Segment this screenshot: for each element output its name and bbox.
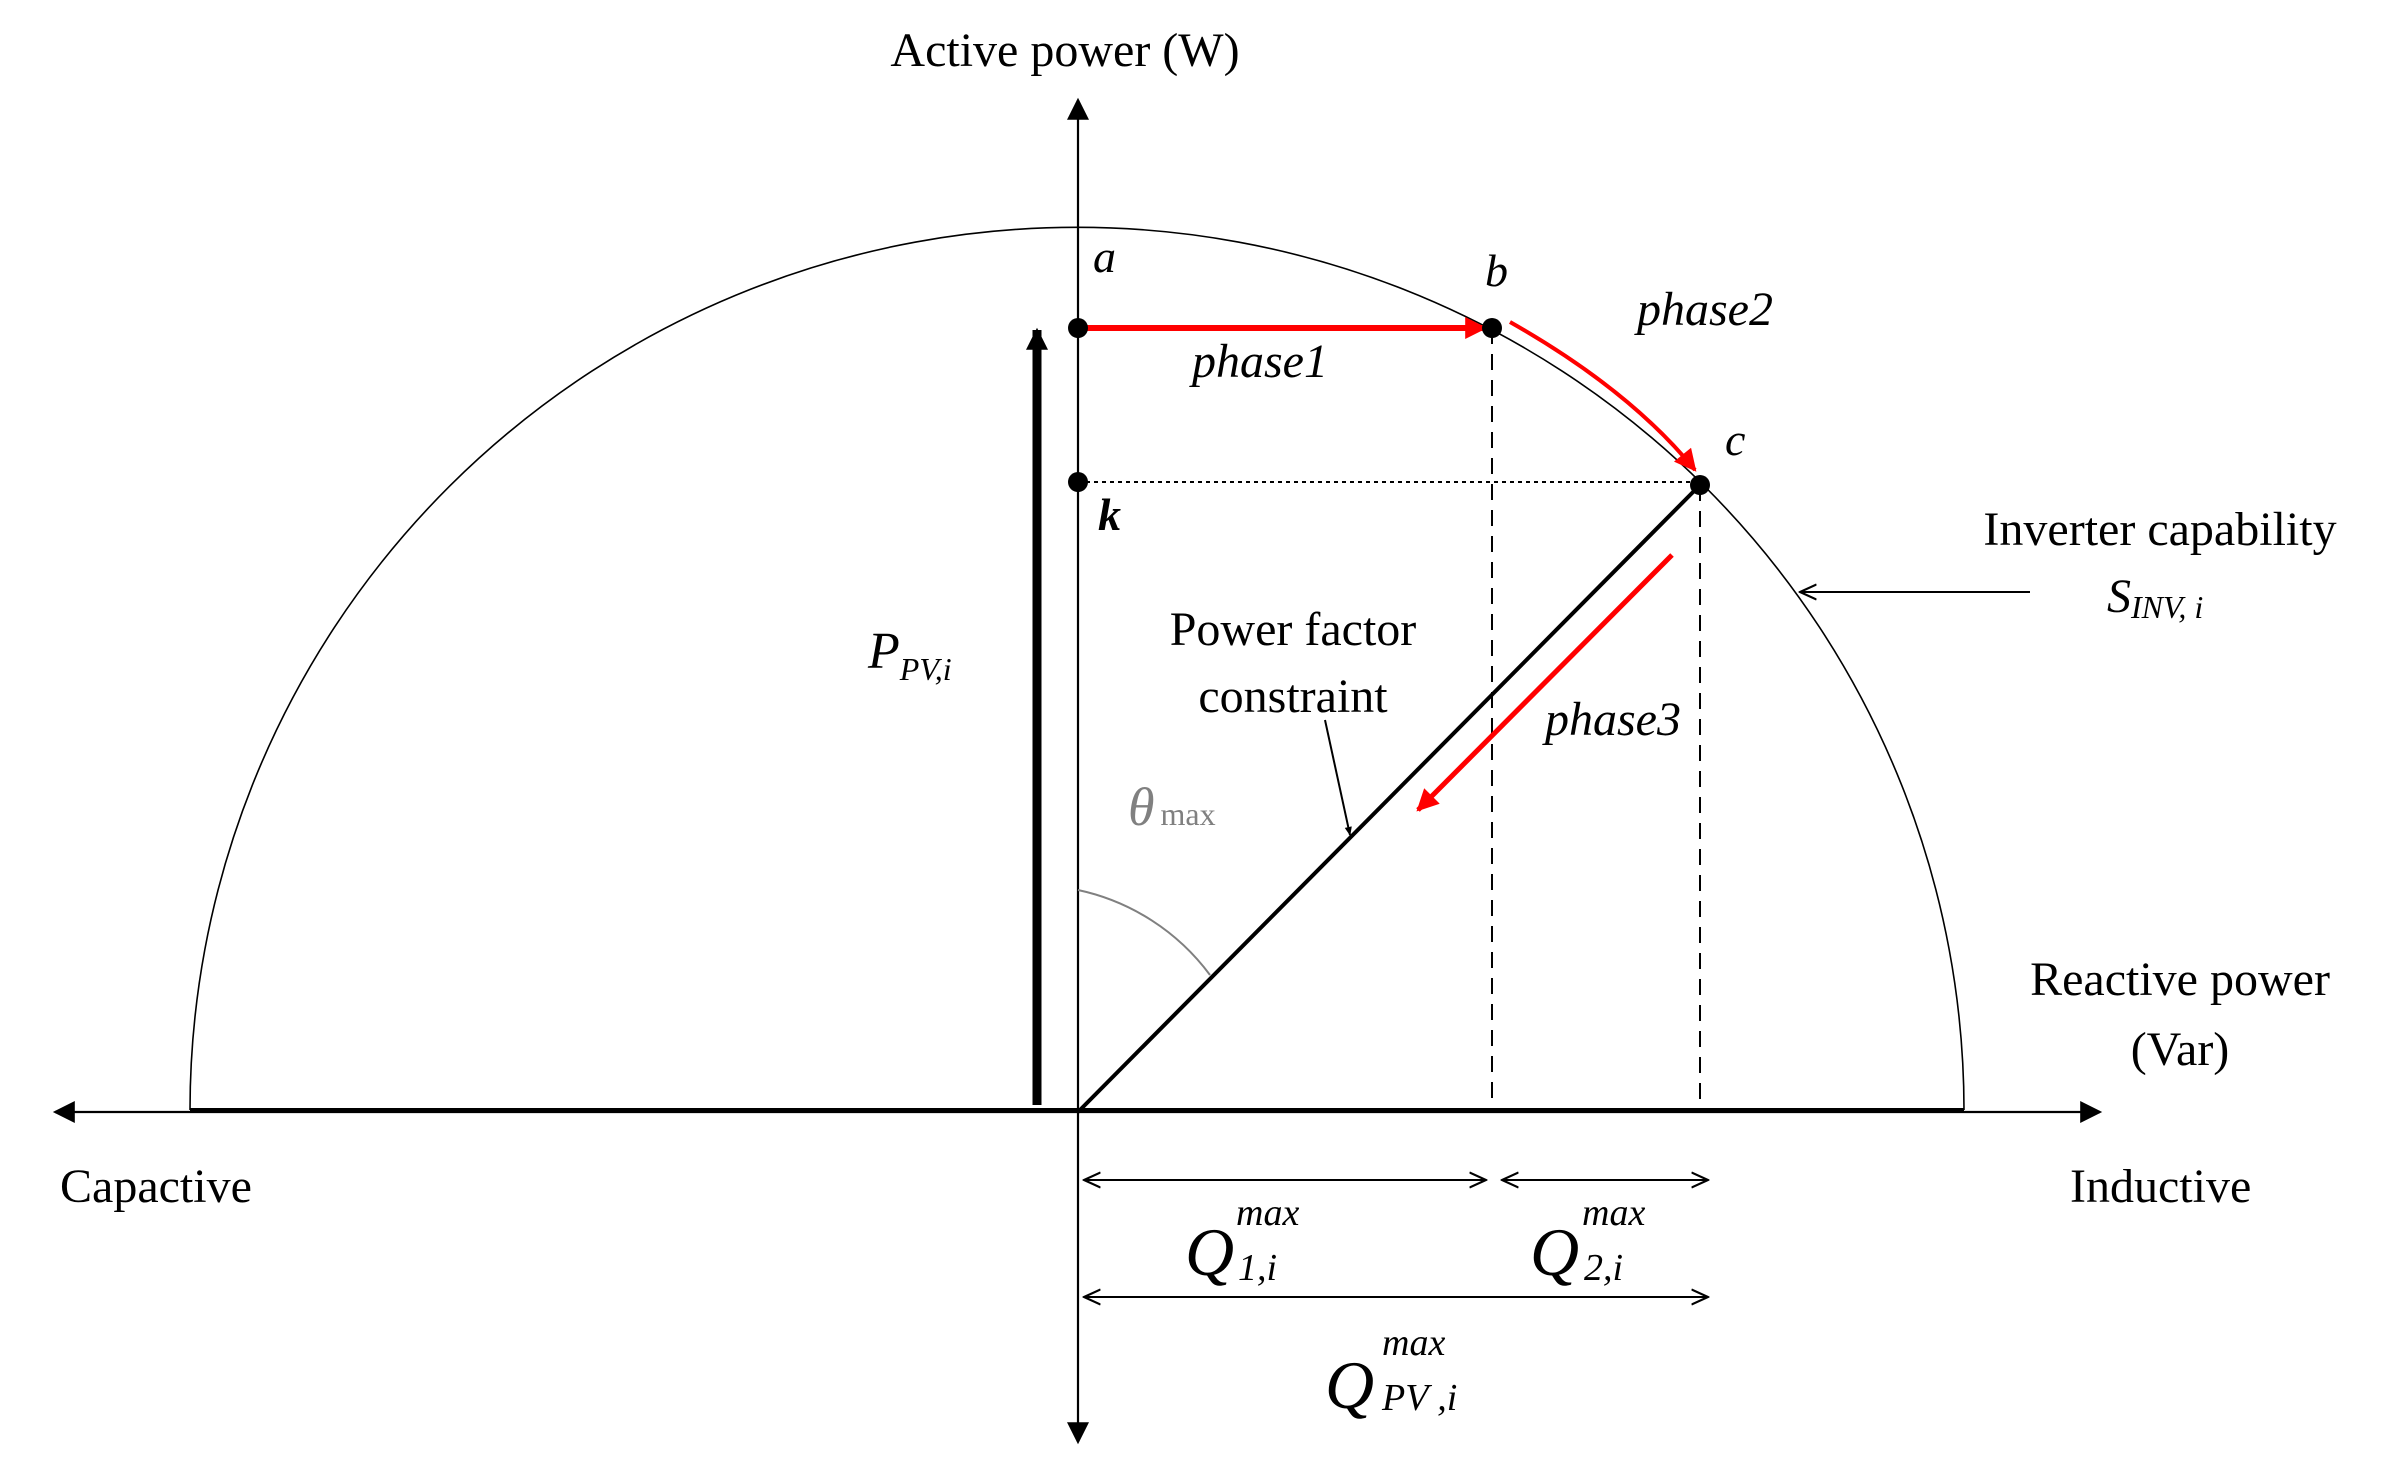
ppv-label: PPV,i	[867, 623, 952, 687]
q2-sub: 2,i	[1584, 1247, 1623, 1289]
point-b	[1482, 318, 1502, 338]
point-a-label: a	[1093, 231, 1116, 282]
point-k-label: k	[1098, 489, 1121, 540]
point-c	[1690, 475, 1710, 495]
constraint-label-line1: Power factor	[1170, 603, 1417, 656]
phase2-arrow	[1509, 320, 1697, 472]
q1-sub: 1,i	[1238, 1247, 1277, 1289]
phase1-label: phase1	[1189, 335, 1328, 388]
q1-sup: max	[1236, 1192, 1299, 1234]
qpv-label: Q	[1325, 1347, 1374, 1423]
q2-label: Q	[1530, 1214, 1579, 1290]
phase2-label: phase2	[1634, 283, 1773, 336]
point-k	[1068, 472, 1088, 492]
inverter-label-line1: Inverter capability	[1983, 503, 2336, 556]
point-b-label: b	[1485, 245, 1508, 296]
vertical-axis-title: Active power (W)	[890, 24, 1239, 77]
phase3-label: phase3	[1542, 693, 1681, 746]
point-a	[1068, 318, 1088, 338]
power-factor-line	[1076, 483, 1702, 1114]
qpv-sub: PV ,i	[1381, 1377, 1457, 1419]
inverter-symbol: SINV, i	[2107, 570, 2203, 625]
horizontal-axis-title-line2: (Var)	[2131, 1023, 2230, 1076]
constraint-label-line2: constraint	[1198, 670, 1388, 723]
inductive-label: Inductive	[2070, 1160, 2251, 1213]
q1-label: Q	[1185, 1214, 1234, 1290]
constraint-pointer-arrow	[1324, 719, 1352, 836]
theta-arc	[1077, 889, 1211, 976]
q2-sup: max	[1582, 1192, 1645, 1234]
capacitive-label: Capactive	[60, 1160, 252, 1213]
point-c-label: c	[1725, 414, 1745, 465]
qpv-sup: max	[1382, 1322, 1445, 1364]
phase3-arrow	[1416, 553, 1674, 812]
horizontal-axis-title-line1: Reactive power	[2030, 953, 2330, 1006]
